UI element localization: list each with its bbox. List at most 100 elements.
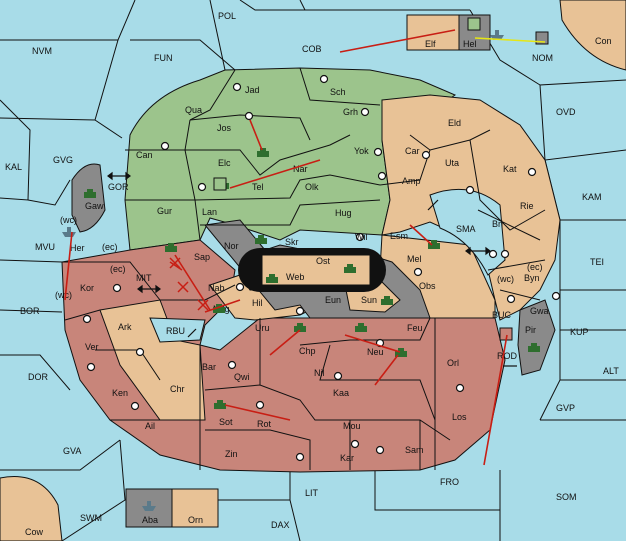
label-esm: Esm (390, 231, 408, 241)
fleet-icon (142, 501, 156, 511)
label-fro: FRO (440, 477, 459, 487)
army-icon (165, 243, 177, 252)
label-bar: Bar (202, 362, 216, 372)
label-nvm: NVM (32, 46, 52, 56)
label-fun: FUN (154, 53, 173, 63)
label-feu: Feu (407, 323, 423, 333)
label-cob: COB (302, 44, 322, 54)
label-olk: Olk (305, 182, 319, 192)
army-icon (528, 343, 540, 352)
label-elf: Elf (425, 39, 436, 49)
label-wil: Wil (355, 232, 368, 242)
army-icon (255, 235, 267, 244)
army-icon (213, 304, 225, 313)
army-icon (257, 148, 269, 157)
label-uru: Uru (255, 323, 270, 333)
label-mel: Mel (407, 254, 422, 264)
label-eld: Eld (448, 118, 461, 128)
label-ec2: (ec) (110, 264, 126, 274)
army-icon (266, 274, 278, 283)
army-icon (214, 400, 226, 409)
label-her: Her (70, 243, 85, 253)
label-orn: Orn (188, 515, 203, 525)
region-orn[interactable] (171, 488, 219, 528)
label-hug: Hug (335, 208, 352, 218)
label-gvp: GVP (556, 403, 575, 413)
label-ken: Ken (112, 388, 128, 398)
label-kor: Kor (80, 283, 94, 293)
label-mvu: MVU (35, 242, 55, 252)
label-gwa: Gwa (530, 306, 549, 316)
label-bor: BOR (20, 306, 40, 316)
label-kar: Kar (340, 453, 354, 463)
army-icon (294, 323, 306, 332)
supply-box-icon (213, 177, 227, 191)
label-eun: Eun (325, 295, 341, 305)
label-gvg: GVG (53, 155, 73, 165)
label-car: Car (405, 146, 420, 156)
army-icon (428, 240, 440, 249)
label-aba: Aba (142, 515, 158, 525)
label-grh: Grh (343, 107, 358, 117)
label-sun: Sun (361, 295, 377, 305)
label-pol: POL (218, 11, 236, 21)
label-kup: KUP (570, 327, 589, 337)
region-elf[interactable] (406, 14, 460, 51)
label-kat: Kat (503, 164, 517, 174)
label-kal: KAL (5, 162, 22, 172)
label-nor: Nor (224, 241, 239, 251)
army-icon (344, 264, 356, 273)
label-jos: Jos (217, 123, 232, 133)
label-web: Web (286, 272, 304, 282)
label-can: Can (136, 150, 153, 160)
label-mou: Mou (343, 421, 361, 431)
label-gor: GOR (108, 182, 129, 192)
region-gaw[interactable] (71, 163, 106, 233)
label-wc1: (wc) (60, 215, 77, 225)
label-con: Con (595, 36, 612, 46)
label-obs: Obs (419, 281, 436, 291)
label-neu: Neu (367, 347, 384, 357)
label-chr: Chr (170, 384, 185, 394)
label-jad: Jad (245, 85, 260, 95)
label-kaa: Kaa (333, 388, 349, 398)
label-ost: Ost (316, 256, 331, 266)
label-ail: Ail (145, 421, 155, 431)
army-icon (355, 323, 367, 332)
label-sch: Sch (330, 87, 346, 97)
region-web-ost[interactable] (261, 254, 371, 286)
region-pir[interactable] (517, 299, 556, 376)
sea-inlet-rbu (149, 317, 206, 343)
label-rbu: RBU (166, 326, 185, 336)
label-nom: NOM (532, 53, 553, 63)
label-gva: GVA (63, 446, 81, 456)
label-buc: BUC (492, 310, 512, 320)
label-hel: Hel (463, 39, 477, 49)
label-ec3: (ec) (527, 262, 543, 272)
region-cow[interactable] (0, 476, 63, 541)
label-nar: Nar (293, 164, 308, 174)
supply-box-icon (467, 17, 481, 31)
label-rot: Rot (257, 419, 272, 429)
label-wc2: (wc) (55, 290, 72, 300)
label-skr: Skr (285, 237, 299, 247)
label-orl: Orl (447, 358, 459, 368)
label-lan: Lan (202, 207, 217, 217)
region-ark-chr[interactable] (99, 299, 206, 421)
label-qwi: Qwi (234, 372, 250, 382)
label-mit: MIT (136, 273, 152, 283)
label-pir: Pir (525, 325, 536, 335)
army-icon (84, 189, 96, 198)
land-borders (62, 67, 546, 470)
label-ver: Ver (85, 342, 99, 352)
label-chp: Chp (299, 346, 316, 356)
label-nab: Nab (208, 283, 225, 293)
label-ec1: (ec) (102, 242, 118, 252)
label-wc3: (wc) (497, 274, 514, 284)
supply-centers (82, 74, 561, 462)
label-zin: Zin (225, 449, 238, 459)
label-yok: Yok (354, 146, 369, 156)
label-sot: Sot (219, 417, 233, 427)
label-bri: Bri (492, 219, 503, 229)
